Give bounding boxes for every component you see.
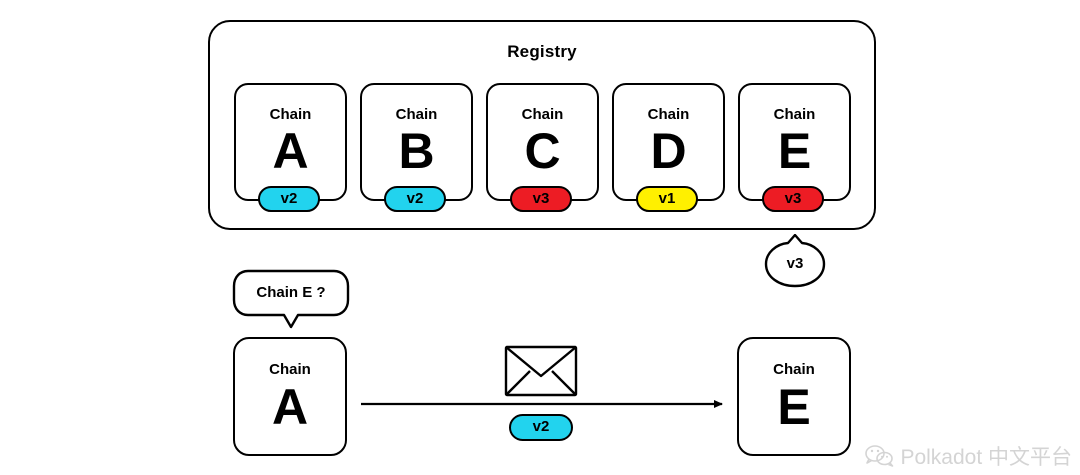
message-version-badge: v2: [509, 414, 573, 441]
watermark: Polkadot 中文平台: [864, 441, 1072, 471]
chain-card-label: Chain: [647, 106, 690, 123]
version-badge-chain-e: v3: [762, 186, 824, 212]
wechat-icon: [865, 445, 894, 467]
version-badge-chain-b: v2: [384, 186, 446, 212]
registry-chain-card-e[interactable]: Chain E: [738, 83, 851, 201]
chain-card-letter: A: [272, 123, 309, 179]
chain-card-letter: E: [777, 123, 812, 179]
version-badge-chain-d: v1: [636, 186, 698, 212]
chain-card-letter: E: [777, 379, 811, 435]
registry-chain-card-d[interactable]: Chain D: [612, 83, 725, 201]
chain-card-letter: D: [650, 123, 687, 179]
version-badge-chain-c: v3: [510, 186, 572, 212]
registry-title: Registry: [507, 42, 577, 61]
chain-card-label: Chain: [269, 106, 312, 123]
receiver-chain-card-e[interactable]: Chain E: [737, 337, 851, 456]
chain-card-letter: B: [398, 123, 435, 179]
chain-card-label: Chain: [773, 106, 816, 123]
chain-card-label: Chain: [773, 361, 815, 378]
envelope-icon: [504, 345, 578, 397]
speech-bubble-down-shape: [232, 269, 350, 329]
registry-chain-card-b[interactable]: Chain B: [360, 83, 473, 201]
version-badge-chain-a: v2: [258, 186, 320, 212]
chain-card-letter: C: [524, 123, 561, 179]
chain-card-letter: A: [271, 379, 309, 435]
registry-chain-card-a[interactable]: Chain A: [234, 83, 347, 201]
sender-chain-card-a[interactable]: Chain A: [233, 337, 347, 456]
speech-bubble-up-shape: [764, 233, 826, 288]
chain-card-label: Chain: [395, 106, 438, 123]
registry-chain-card-c[interactable]: Chain C: [486, 83, 599, 201]
watermark-text: Polkadot 中文平台: [900, 446, 1072, 469]
chain-card-label: Chain: [269, 361, 311, 378]
chain-card-label: Chain: [521, 106, 564, 123]
